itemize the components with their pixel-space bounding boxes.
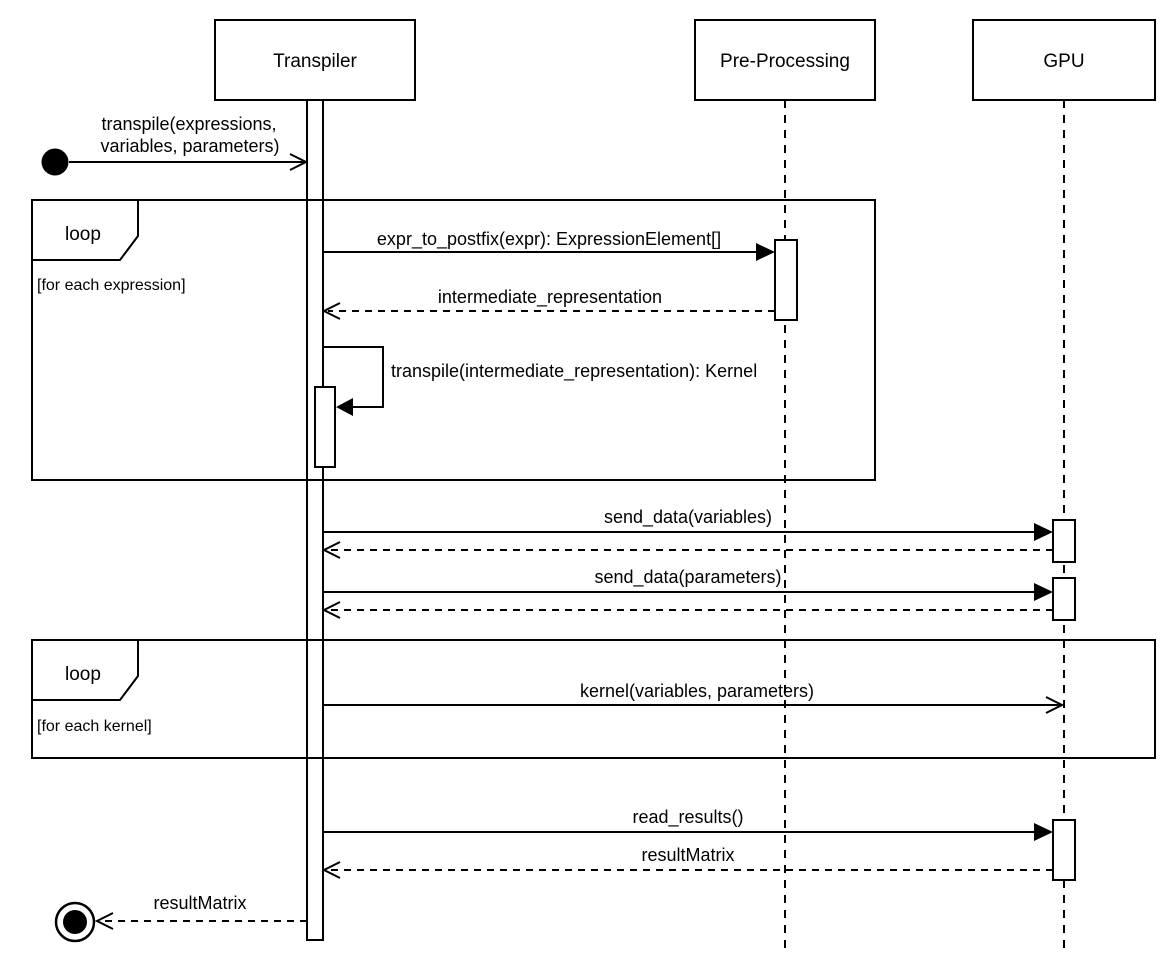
- message-label: send_data(parameters): [594, 567, 781, 588]
- actor-box: [694, 19, 876, 101]
- actor-label: GPU: [1043, 51, 1084, 72]
- self-message-line: [323, 346, 384, 408]
- message-send-data-variables: send_data(variables): [323, 507, 1053, 541]
- fragment-loop-expression: loop [for each expression]: [31, 199, 876, 481]
- actor-box: [214, 19, 416, 101]
- open-arrowhead: [321, 861, 341, 879]
- message-transpile-self: transpile(intermediate_representation): …: [323, 346, 757, 416]
- open-arrowhead: [94, 912, 114, 930]
- solid-arrowhead: [1034, 583, 1053, 601]
- message-label: expr_to_postfix(expr): ExpressionElement…: [377, 229, 721, 250]
- actor-box: [972, 19, 1156, 101]
- actor-transpiler: Transpiler: [214, 19, 416, 101]
- fragment-operator-label: loop: [65, 664, 101, 685]
- fragment-guard-label: [for each expression]: [37, 277, 186, 294]
- message-transpile-entry: transpile(expressions, variables, parame…: [41, 114, 309, 176]
- message-label: send_data(variables): [604, 507, 772, 528]
- actor-pre-processing: Pre-Processing: [694, 19, 876, 101]
- fragment-guard-label: [for each kernel]: [37, 718, 152, 735]
- message-label-line2: variables, parameters): [100, 136, 279, 156]
- message-label: transpile(intermediate_representation): …: [391, 361, 757, 382]
- actor-gpu: GPU: [972, 19, 1156, 101]
- initial-node: [41, 148, 69, 176]
- message-label: read_results(): [632, 807, 743, 828]
- open-arrowhead: [321, 601, 341, 619]
- solid-arrowhead: [1034, 523, 1053, 541]
- actor-label: Pre-Processing: [720, 51, 850, 72]
- message-intermediate-representation: intermediate_representation: [321, 287, 775, 320]
- message-kernel-call: kernel(variables, parameters): [323, 681, 1065, 714]
- open-arrowhead: [321, 541, 341, 559]
- solid-arrowhead: [756, 243, 775, 261]
- actor-label: Transpiler: [273, 51, 357, 72]
- solid-arrowhead: [336, 398, 353, 416]
- fragment-operator-tab: [31, 639, 139, 701]
- activation-transpiler-nested: [314, 386, 336, 468]
- message-result-matrix-return: resultMatrix: [321, 845, 1053, 879]
- activation-transpiler-main: [306, 99, 324, 941]
- message-label: kernel(variables, parameters): [580, 681, 814, 701]
- activation-gpu-send-parameters: [1052, 577, 1076, 621]
- fragment-border: [31, 199, 876, 481]
- message-send-data-parameters: send_data(parameters): [323, 567, 1053, 601]
- message-label: resultMatrix: [153, 893, 246, 913]
- final-node-inner-dot: [63, 910, 87, 934]
- activation-gpu-read-results: [1052, 819, 1076, 881]
- message-label-line1: transpile(expressions,: [101, 114, 276, 134]
- fragment-operator-tab: [31, 199, 139, 261]
- open-arrowhead: [1045, 696, 1065, 714]
- fragment-loop-kernel: loop [for each kernel]: [31, 639, 1156, 759]
- open-arrowhead: [321, 302, 341, 320]
- message-result-matrix-final: resultMatrix: [54, 893, 307, 943]
- solid-arrowhead: [1034, 823, 1053, 841]
- message-return-variables: [321, 541, 1053, 559]
- message-label: resultMatrix: [641, 845, 734, 865]
- activation-pre-processing: [774, 239, 798, 321]
- message-return-parameters: [321, 601, 1053, 619]
- activation-gpu-send-variables: [1052, 519, 1076, 563]
- message-label: intermediate_representation: [438, 287, 662, 308]
- fragment-operator-label: loop: [65, 224, 101, 245]
- lifelines: [784, 100, 1065, 952]
- open-arrowhead: [289, 153, 309, 171]
- message-read-results: read_results(): [323, 807, 1053, 841]
- message-expr-to-postfix: expr_to_postfix(expr): ExpressionElement…: [323, 229, 775, 261]
